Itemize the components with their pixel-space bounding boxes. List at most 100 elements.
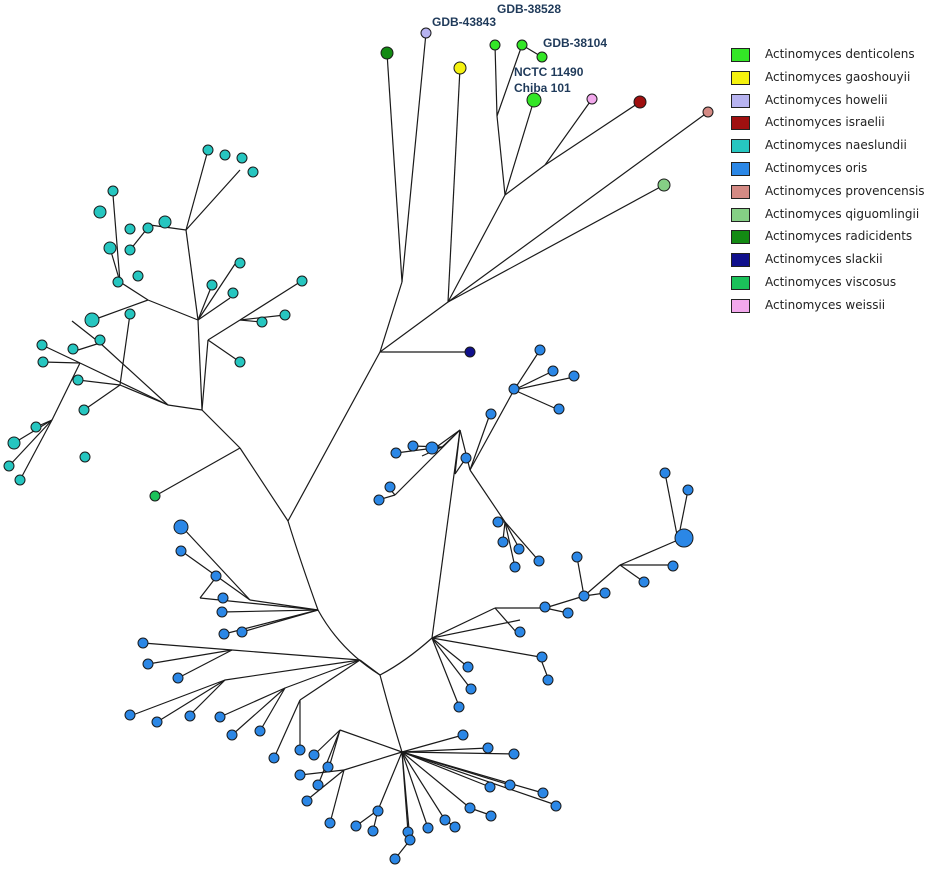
tree-tip-node bbox=[124, 308, 136, 320]
tree-tip-node bbox=[509, 561, 521, 573]
tree-branch bbox=[469, 413, 491, 471]
tree-tip-node bbox=[404, 834, 416, 846]
legend-item-provencensis: Actinomyces provencensis bbox=[731, 183, 935, 206]
tree-tip-node bbox=[422, 822, 434, 834]
tree-tip-node bbox=[599, 587, 611, 599]
tree-branch bbox=[496, 115, 506, 196]
tree-branch bbox=[431, 607, 496, 639]
tree-tip-node bbox=[389, 853, 401, 865]
tree-tip-node bbox=[492, 516, 504, 528]
tree-tip-node bbox=[571, 551, 583, 563]
tree-branch bbox=[41, 344, 81, 364]
tree-tip-node bbox=[457, 729, 469, 741]
tree-tip-node bbox=[462, 661, 474, 673]
tree-tip-node bbox=[210, 570, 222, 582]
legend-label: Actinomyces naeslundii bbox=[765, 138, 907, 153]
tree-branch bbox=[231, 649, 361, 661]
legend-label: Actinomyces gaoshouyii bbox=[765, 69, 911, 84]
strain-label-gdb-43843: GDB-43843 bbox=[432, 15, 496, 29]
tree-tip-node bbox=[638, 576, 650, 588]
tree-branch bbox=[494, 607, 518, 634]
tree-branch bbox=[379, 674, 403, 753]
tree-branch bbox=[119, 313, 131, 386]
tree-tip-node bbox=[268, 752, 280, 764]
tree-branch bbox=[77, 379, 121, 386]
tree-tip-node bbox=[384, 481, 396, 493]
tree-tip-node bbox=[485, 408, 497, 420]
tree-tip-node bbox=[184, 710, 196, 722]
tree-tip-node bbox=[93, 205, 107, 219]
tree-tip-node bbox=[578, 590, 590, 602]
tree-branch bbox=[401, 32, 427, 283]
tree-tip-node bbox=[390, 447, 402, 459]
legend-swatch bbox=[731, 116, 750, 131]
tree-tip-node bbox=[254, 725, 266, 737]
tree-tip-node bbox=[324, 817, 336, 829]
legend-item-qiguomlingii: Actinomyces qiguomlingii bbox=[731, 206, 935, 229]
legend-label: Actinomyces slackii bbox=[765, 252, 883, 267]
tree-branch bbox=[401, 751, 446, 821]
tree-tip-node bbox=[296, 275, 308, 287]
tree-branch bbox=[394, 429, 461, 496]
tree-tip-node bbox=[367, 825, 379, 837]
tree-branch bbox=[185, 169, 241, 231]
tree-branch bbox=[231, 687, 286, 736]
legend-label: Actinomyces howelii bbox=[765, 92, 888, 107]
legend-swatch bbox=[731, 275, 750, 290]
tree-branch bbox=[401, 747, 489, 753]
tree-branch bbox=[329, 769, 345, 824]
tree-tip-node bbox=[659, 467, 671, 479]
tree-tip-node bbox=[236, 152, 248, 164]
tree-branch bbox=[431, 637, 472, 690]
tree-branch bbox=[239, 447, 289, 522]
tree-branch bbox=[259, 687, 286, 732]
tree-branch bbox=[619, 539, 679, 566]
tree-tip-node bbox=[173, 519, 189, 535]
tree-tip-node bbox=[513, 543, 525, 555]
tree-branch bbox=[112, 194, 121, 283]
tree-tip-node bbox=[633, 95, 647, 109]
tree-branch bbox=[513, 389, 560, 411]
tree-tip-node bbox=[449, 821, 461, 833]
tree-branch bbox=[339, 729, 403, 753]
tree-tip-node bbox=[464, 346, 476, 358]
tree-tip-node bbox=[322, 761, 334, 773]
tree-tip-node bbox=[149, 490, 161, 502]
tree-tip-node bbox=[218, 628, 230, 640]
tree-branch bbox=[201, 339, 209, 411]
tree-tip-node bbox=[112, 276, 124, 288]
tree-branch bbox=[544, 595, 585, 609]
tree-tip-node bbox=[78, 404, 90, 416]
tree-tip-node bbox=[151, 716, 163, 728]
tree-tip-node bbox=[247, 166, 259, 178]
legend-label: Actinomyces provencensis bbox=[765, 183, 925, 198]
tree-tip-node bbox=[553, 403, 565, 415]
tree-branch bbox=[92, 299, 149, 321]
tree-tip-node bbox=[206, 279, 218, 291]
tree-tip-node bbox=[514, 626, 526, 638]
tree-branch bbox=[181, 526, 251, 601]
tree-branch bbox=[343, 751, 403, 771]
tree-tip-node bbox=[420, 27, 432, 39]
tree-branch bbox=[377, 751, 403, 811]
tree-branch bbox=[513, 370, 554, 391]
tree-branch bbox=[241, 609, 319, 633]
tree-tip-node bbox=[142, 222, 154, 234]
tree-branch bbox=[199, 597, 319, 611]
legend-label: Actinomyces israelii bbox=[765, 115, 885, 130]
tree-tip-node bbox=[142, 658, 154, 670]
tree-tip-node bbox=[484, 781, 496, 793]
tree-branch bbox=[504, 99, 535, 196]
tree-tip-node bbox=[175, 545, 187, 557]
tree-branch bbox=[379, 281, 403, 353]
tree-tip-node bbox=[279, 309, 291, 321]
legend-label: Actinomyces viscosus bbox=[765, 274, 897, 289]
tree-tip-node bbox=[312, 779, 324, 791]
tree-tip-node bbox=[372, 805, 384, 817]
tree-branch bbox=[156, 679, 226, 723]
tree-branch bbox=[77, 342, 101, 351]
tree-tip-node bbox=[217, 592, 229, 604]
tree-branch bbox=[583, 564, 621, 597]
tree-branch bbox=[273, 699, 301, 759]
tree-branch bbox=[287, 520, 381, 676]
